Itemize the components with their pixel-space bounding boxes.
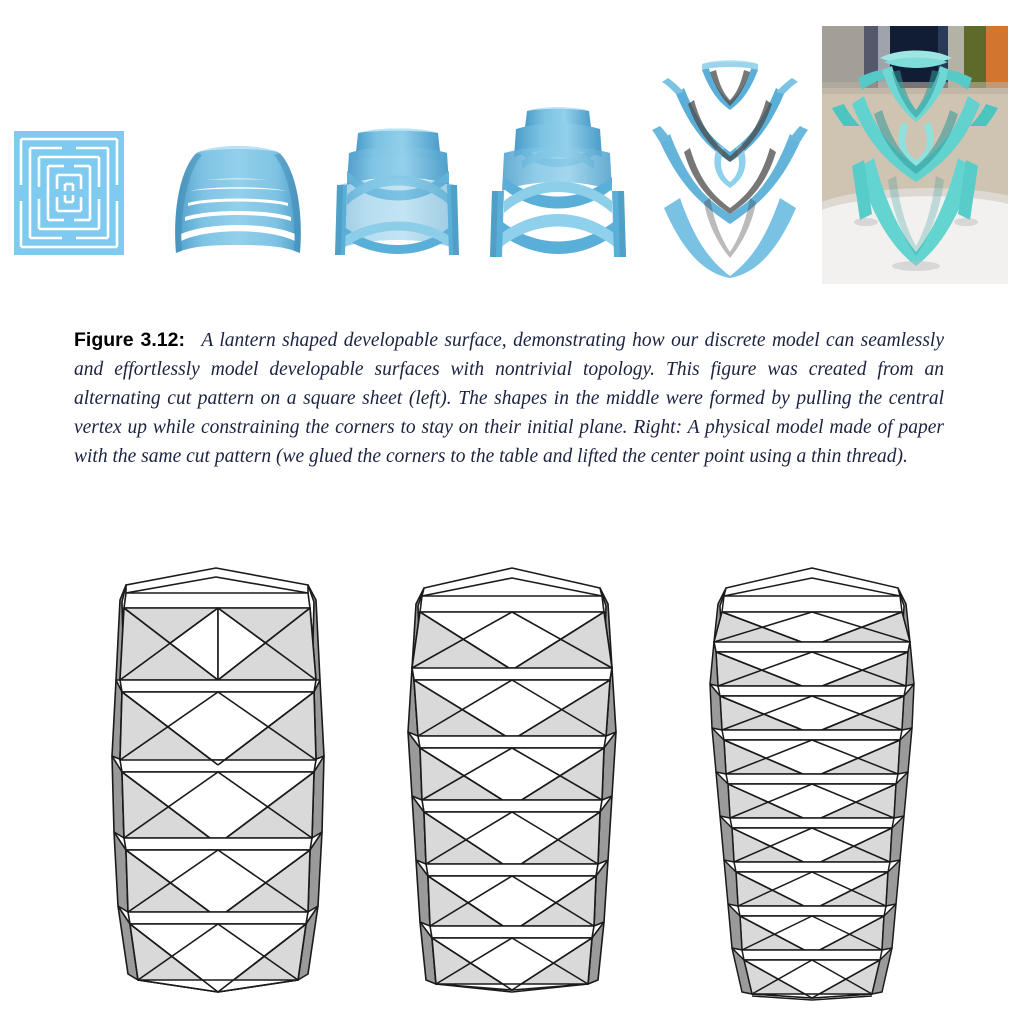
figure-label: Figure 3.12:	[74, 328, 185, 351]
top-row-figures	[0, 0, 1020, 290]
figure-caption-text: A lantern shaped developable surface, de…	[74, 329, 945, 467]
flat-cut-pattern	[14, 131, 124, 255]
lantern-stage-3	[482, 105, 632, 263]
figure-caption: Figure 3.12: A lantern shaped developabl…	[74, 326, 944, 471]
triangulated-lantern-narrow	[700, 558, 930, 1006]
triangulated-lantern-medium	[400, 560, 630, 1005]
triangulated-lantern-wide	[98, 560, 338, 1005]
lantern-stage-1	[168, 135, 308, 255]
lantern-stage-4	[650, 48, 810, 278]
physical-paper-model-photo	[822, 26, 1008, 284]
lantern-stage-2	[325, 123, 470, 263]
bottom-row-meshes	[0, 540, 1020, 1020]
